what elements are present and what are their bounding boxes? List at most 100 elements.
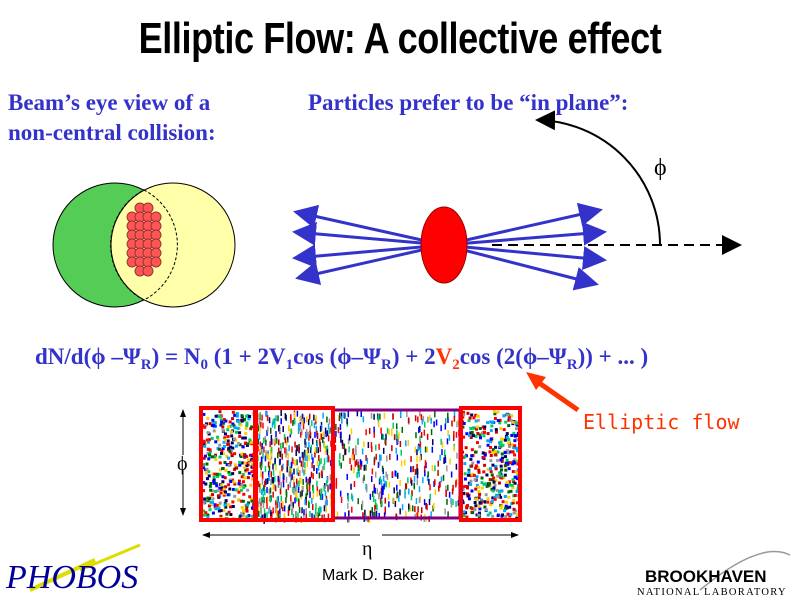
hit bbox=[272, 491, 274, 498]
hit bbox=[453, 415, 456, 422]
hit bbox=[363, 474, 365, 481]
hit bbox=[308, 434, 310, 441]
hit bbox=[235, 412, 239, 416]
hit bbox=[290, 414, 292, 421]
hit bbox=[410, 456, 412, 463]
hit bbox=[265, 497, 268, 504]
hit bbox=[279, 488, 282, 495]
hit bbox=[361, 500, 364, 507]
hit bbox=[489, 459, 493, 463]
hit bbox=[268, 417, 271, 424]
hit bbox=[236, 426, 240, 430]
hit bbox=[499, 427, 503, 431]
hit bbox=[262, 502, 265, 509]
hit bbox=[277, 425, 280, 432]
hit bbox=[287, 459, 290, 466]
hit bbox=[489, 453, 493, 457]
hit bbox=[202, 466, 206, 470]
hit bbox=[440, 476, 443, 483]
hit bbox=[279, 442, 282, 449]
hit bbox=[474, 434, 478, 438]
hit bbox=[368, 516, 371, 523]
hit bbox=[238, 471, 242, 475]
hit bbox=[496, 410, 500, 414]
hit bbox=[263, 485, 265, 492]
hit bbox=[203, 497, 207, 501]
hit bbox=[439, 454, 441, 461]
hit bbox=[264, 513, 266, 520]
hit bbox=[277, 475, 280, 482]
hit bbox=[455, 479, 457, 486]
hit bbox=[241, 514, 245, 518]
hit bbox=[293, 488, 295, 495]
hit bbox=[506, 512, 510, 516]
hit bbox=[474, 466, 478, 470]
phi-label: ϕ bbox=[654, 155, 667, 181]
hit bbox=[369, 493, 372, 500]
hit bbox=[229, 449, 233, 453]
hit bbox=[407, 417, 410, 424]
hit bbox=[239, 454, 243, 458]
hit bbox=[416, 479, 419, 486]
hit bbox=[304, 441, 307, 448]
hit bbox=[313, 422, 316, 429]
hit bbox=[282, 501, 284, 508]
hit bbox=[375, 453, 378, 460]
hit bbox=[261, 478, 264, 485]
hit bbox=[219, 451, 223, 455]
hit bbox=[414, 506, 416, 513]
hit bbox=[443, 458, 445, 465]
hit bbox=[238, 460, 242, 464]
hit bbox=[380, 427, 382, 434]
hit bbox=[505, 500, 509, 504]
hit bbox=[439, 481, 441, 488]
hit bbox=[257, 425, 259, 432]
hit bbox=[243, 455, 247, 459]
hit bbox=[305, 493, 307, 500]
hit bbox=[378, 478, 381, 485]
hit bbox=[303, 509, 305, 516]
hit bbox=[297, 428, 300, 435]
hit bbox=[259, 446, 262, 453]
hit bbox=[280, 481, 282, 488]
hit bbox=[413, 475, 416, 482]
hit bbox=[250, 440, 254, 444]
hit bbox=[213, 472, 217, 476]
hit bbox=[465, 485, 469, 489]
hit bbox=[506, 413, 510, 417]
hit bbox=[365, 483, 367, 490]
hit bbox=[499, 468, 503, 472]
hit bbox=[208, 453, 212, 457]
hit bbox=[309, 511, 311, 518]
hit bbox=[318, 438, 321, 445]
hit bbox=[243, 484, 247, 488]
hit bbox=[482, 431, 486, 435]
hit bbox=[388, 481, 391, 488]
hit bbox=[414, 415, 417, 422]
hit bbox=[470, 489, 474, 493]
hit bbox=[339, 490, 342, 497]
hit bbox=[274, 476, 276, 483]
hit bbox=[453, 445, 455, 452]
hit bbox=[322, 431, 325, 438]
brookhaven-logo: BROOKHAVEN NATIONAL LABORATORY bbox=[637, 550, 791, 598]
hit bbox=[379, 476, 382, 483]
hit bbox=[277, 496, 279, 503]
hit bbox=[229, 461, 233, 465]
hit bbox=[225, 463, 229, 467]
hit bbox=[330, 460, 332, 467]
hit bbox=[383, 483, 385, 490]
hit bbox=[286, 460, 289, 467]
hit bbox=[491, 514, 495, 518]
hit bbox=[243, 461, 247, 465]
hit bbox=[477, 485, 481, 489]
hit bbox=[206, 416, 210, 420]
hit bbox=[319, 506, 321, 513]
hit bbox=[324, 427, 327, 434]
hit bbox=[494, 430, 498, 434]
hit bbox=[447, 416, 449, 423]
hit bbox=[240, 499, 244, 503]
hit bbox=[401, 426, 404, 433]
hit bbox=[504, 504, 508, 508]
